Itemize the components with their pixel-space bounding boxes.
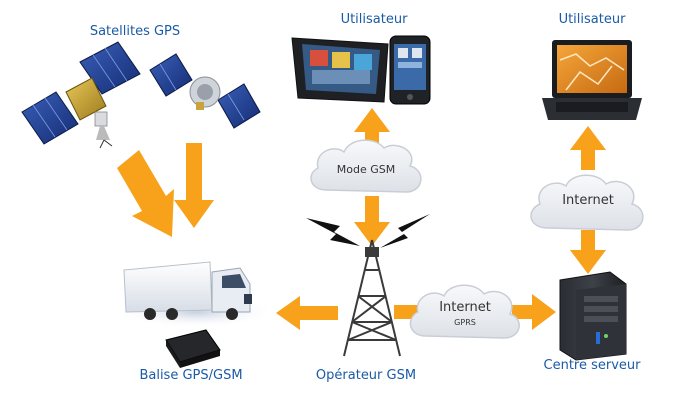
user-laptop-label: Utilisateur [558, 12, 626, 27]
cloud-internet-gprs [409, 284, 520, 339]
arrow-to-mobile-user [354, 108, 390, 150]
operator-label: Opérateur GSM [315, 368, 417, 383]
arrow-internet-to-server [512, 294, 556, 330]
cloud-internet-gprs-label: Internet [439, 300, 491, 315]
server-icon [559, 271, 627, 361]
cloud-internet-right [530, 174, 644, 231]
arrow-satellite-right-to-beacon [174, 143, 214, 228]
gps-tracker-icon [165, 329, 221, 368]
smartphone-icon [389, 35, 431, 105]
laptop-icon [542, 40, 642, 120]
arrow-to-laptop [570, 126, 606, 170]
satellite-icon [21, 41, 141, 149]
cloud-gsm-mode-label: Mode GSM [336, 163, 396, 176]
server-label: Centre serveur [543, 358, 641, 373]
cloud-icon [409, 284, 520, 339]
beacon-label: Balise GPS/GSM [139, 368, 243, 383]
cloud-gprs-label: GPRS [454, 318, 476, 327]
arrow-satellite-left-to-beacon [117, 150, 174, 237]
truck-icon [116, 261, 276, 328]
cloud-icon [530, 174, 644, 231]
lightning-icon [306, 214, 430, 248]
arrows [117, 108, 606, 330]
cloud-icon [310, 139, 422, 193]
user-mobile-label: Utilisateur [340, 12, 408, 27]
tablet-icon [291, 37, 389, 103]
arrow-to-server-vertical [570, 230, 606, 274]
satellite-icon [149, 53, 261, 129]
antenna-tower-icon [343, 239, 401, 357]
arrow-to-tower [354, 196, 390, 246]
satellites-label: Satellites GPS [89, 24, 181, 39]
cloud-gsm-mode [310, 139, 422, 193]
arrow-to-beacon [276, 296, 338, 330]
cloud-internet-right-label: Internet [562, 193, 614, 208]
